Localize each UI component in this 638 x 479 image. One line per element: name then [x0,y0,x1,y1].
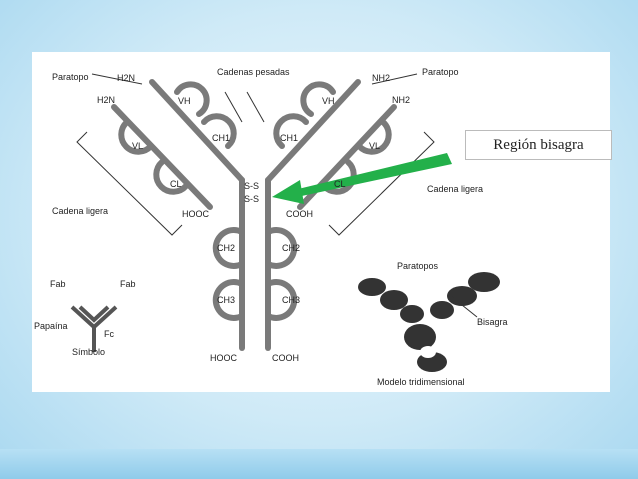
label-ch3-right: CH3 [282,295,301,305]
label-ch1-right: CH1 [280,133,299,143]
heavy-chain-left-arm [149,79,245,183]
label-ss-1: S-S [244,181,260,191]
label-fab-left: Fab [50,279,66,289]
ch1-right-loop [273,113,309,149]
label-vh-left: VH [178,96,191,106]
label-fc: Fc [104,329,114,339]
label-simbolo: Símbolo [72,347,106,357]
cl-left-loop [153,159,189,195]
vl-right-loop [356,119,392,155]
label-vl-right: VL [369,141,381,151]
cl-right-loop [321,159,357,195]
antibody-figure: Cadenas pesadas Paratopo Paratopo H2N H2… [32,52,610,392]
label-cadena-ligera-right: Cadena ligera [427,184,484,194]
label-ss-2: S-S [244,194,260,204]
hinge-arrow [272,153,452,204]
label-paratopos: Paratopos [397,261,439,271]
vl-left-loop [118,119,154,155]
label-paratopo-left: Paratopo [52,72,89,82]
vh-right-loop [300,81,336,117]
label-cooh-bottom: COOH [272,353,299,363]
label-paratopo-right: Paratopo [422,67,459,77]
label-bisagra: Bisagra [477,317,508,327]
light-chain-left-arm [111,104,213,210]
label-h2n-2: H2N [97,95,116,105]
ch3-left-loop [212,279,245,321]
label-cl-right: CL [334,179,346,189]
label-hooc-top: HOOC [182,209,209,219]
label-modelo: Modelo tridimensional [377,377,465,387]
label-vh-right: VH [322,96,335,106]
bottom-bar [0,449,638,479]
label-ch2-right: CH2 [282,243,301,253]
label-ch1-left: CH1 [212,133,231,143]
ch2-right-loop [265,227,298,269]
antibody-3d-model [358,272,500,372]
label-nh2-2: NH2 [392,95,411,105]
label-cooh-top: COOH [286,209,313,219]
label-fab-right: Fab [120,279,136,289]
heavy-chain-right-arm [265,79,361,183]
ch3-right-loop [265,279,298,321]
label-ch2-left: CH2 [217,243,236,253]
label-h2n-1: H2N [117,73,136,83]
region-bisagra-callout: Región bisagra [465,130,612,160]
label-cadena-ligera-left: Cadena ligera [52,206,109,216]
vh-left-loop [174,81,210,117]
ch1-left-loop [201,113,237,149]
antibody-symbol [70,305,118,352]
ch2-left-loop [212,227,245,269]
label-cadenas-pesadas: Cadenas pesadas [217,67,290,77]
antibody-diagram-svg [70,73,500,372]
label-nh2-1: NH2 [372,73,391,83]
label-vl-left: VL [132,141,144,151]
bracket-right [328,131,435,236]
bracket-left [76,131,183,236]
label-papaina: Papaína [34,321,68,331]
label-hooc-bottom: HOOC [210,353,237,363]
label-ch3-left: CH3 [217,295,236,305]
label-cl-left: CL [170,179,182,189]
